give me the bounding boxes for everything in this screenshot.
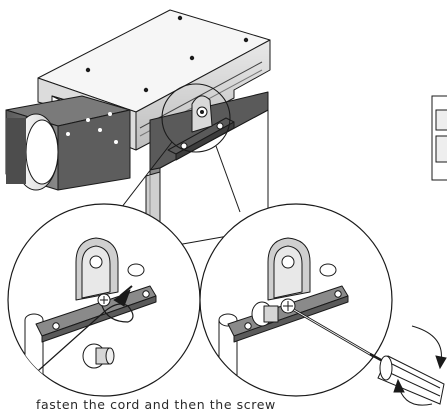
caption-text: fasten the cord and then the screw (36, 397, 276, 412)
roller-carriage (167, 95, 235, 161)
detail-circle-screw (199, 203, 393, 397)
side-fragment (431, 95, 447, 181)
cord (29, 303, 134, 379)
mounting-holes (85, 15, 249, 93)
detail-circle-cord (7, 203, 201, 397)
screwdriver-icon (369, 352, 445, 405)
rotation-arrow-icon (393, 325, 447, 406)
track-assembly (5, 9, 271, 249)
detail-callout-ring (161, 83, 231, 153)
end-stop-side (57, 109, 131, 191)
